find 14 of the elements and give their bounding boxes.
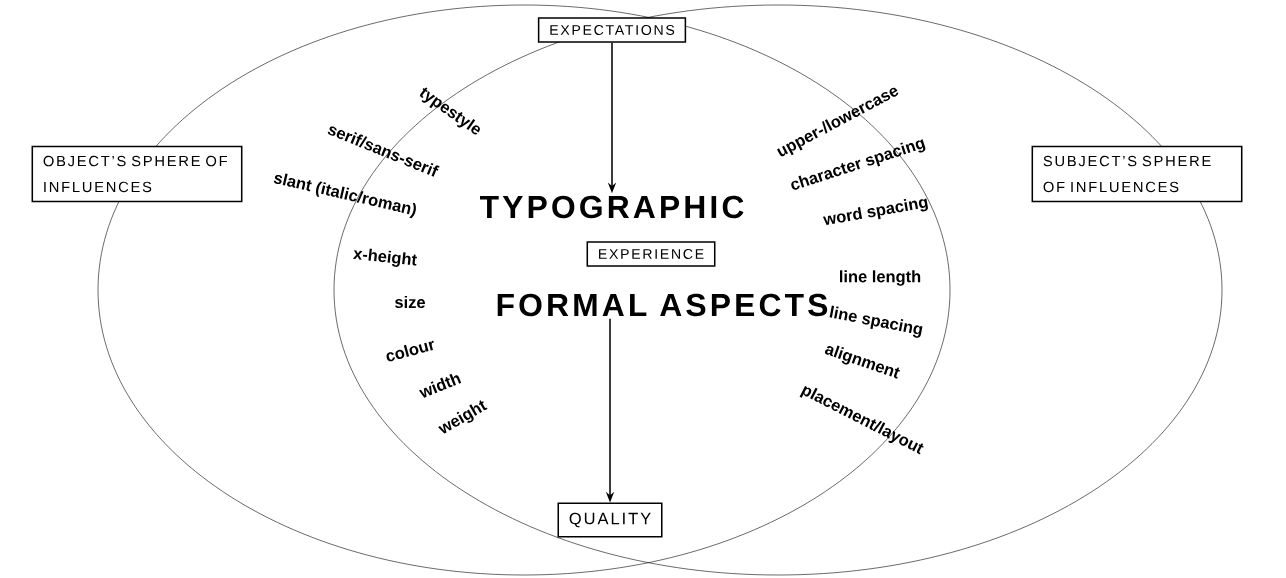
- rotated-label: line spacing: [829, 305, 923, 338]
- text-box: EXPECTATIONS: [537, 17, 687, 43]
- rotated-label: line length: [840, 270, 921, 286]
- heading-text: FORMAL ASPECTS: [497, 293, 828, 317]
- rotated-label: word spacing: [822, 198, 928, 225]
- text-box: SUBJECT’S SPHERE OF INFLUENCES: [1031, 145, 1243, 203]
- rotated-label: size: [395, 295, 425, 309]
- text-box: OBJECT’S SPHERE OF INFLUENCES: [31, 145, 243, 203]
- rotated-label: x-height: [352, 248, 417, 267]
- text-box: QUALITY: [557, 502, 663, 538]
- rotated-label: colour: [386, 340, 434, 362]
- rotated-label: width: [418, 373, 462, 398]
- heading-text: TYPOGRAPHIC: [480, 195, 744, 219]
- text-box: EXPERIENCE: [586, 241, 716, 267]
